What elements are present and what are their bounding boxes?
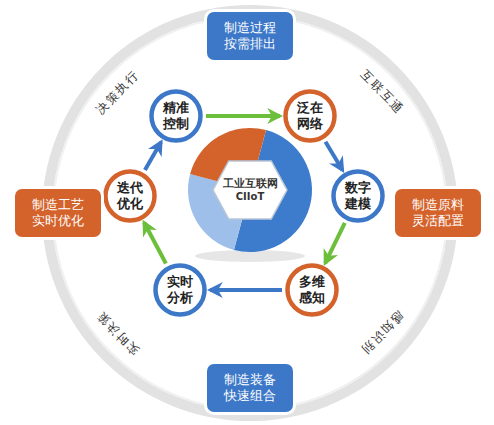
outer-ring <box>47 10 453 416</box>
stage-circle: 实时分析 <box>153 263 207 317</box>
stage-circle: 数字建模 <box>331 169 385 223</box>
node-text: 制造原料灵活配置 <box>411 197 466 228</box>
flow-arrow <box>206 114 280 118</box>
flow-arrow <box>210 288 282 292</box>
process-box: 制造装备快速组合 <box>207 364 293 412</box>
flow-arrow <box>145 142 161 170</box>
node-text: 制造装备快速组合 <box>223 372 278 403</box>
center-pie <box>188 128 312 262</box>
node-text: 泛在网络 <box>296 100 323 131</box>
flow-arrow <box>325 223 345 263</box>
process-box: 制造工艺实时优化 <box>15 189 101 237</box>
stage-circle: 精准控制 <box>149 89 203 143</box>
node-text: 实时分析 <box>166 274 193 305</box>
flow-arrow <box>325 142 342 171</box>
flow-arrow <box>144 222 166 263</box>
center-hexagon: 工业互联网CIIoT <box>212 160 288 220</box>
node-text: 数字建模 <box>344 180 371 211</box>
stage-circle: 迭代优化 <box>103 169 157 223</box>
outer-ring-inner-line <box>53 16 447 410</box>
stage-circle: 多维感知 <box>285 263 339 317</box>
process-box: 制造原料灵活配置 <box>395 189 481 237</box>
node-text: 多维感知 <box>298 274 325 305</box>
node-text: CIIoT <box>236 191 264 203</box>
node-text: 精准控制 <box>162 100 189 131</box>
node-text: 工业互联网 <box>223 177 278 190</box>
process-box: 制造过程按需排出 <box>207 12 293 60</box>
node-text: 制造工艺实时优化 <box>31 197 86 228</box>
stage-circle: 泛在网络 <box>283 89 337 143</box>
node-text: 迭代优化 <box>116 180 143 211</box>
node-text: 制造过程按需排出 <box>223 20 278 51</box>
